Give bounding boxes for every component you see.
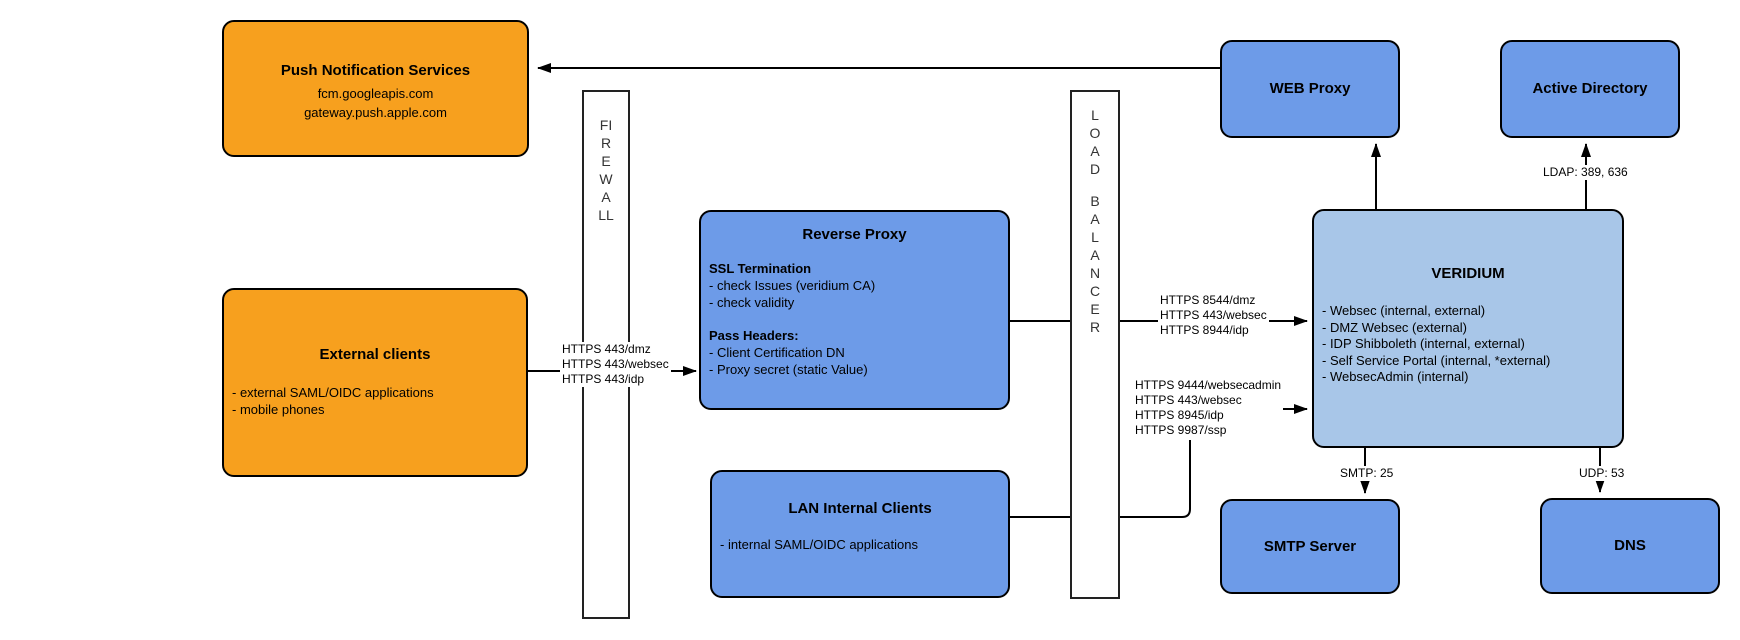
node-smtp-server: SMTP Server [1220,499,1400,594]
node-title: LAN Internal Clients [788,500,932,517]
node-dns: DNS [1540,498,1720,594]
edge-label-reverse-proxy-to-veridium: HTTPS 8544/dmz HTTPS 443/websec HTTPS 89… [1158,293,1269,338]
node-line: - internal SAML/OIDC applications [720,537,918,552]
edge-label-line: HTTPS 443/websec [562,357,669,371]
load-balancer-label-load: LOAD [1089,107,1101,177]
node-title: External clients [319,346,431,363]
node-line: - Self Service Portal (internal, *extern… [1322,352,1551,368]
edge-label-line: HTTPS 443/dmz [562,342,651,356]
edge-label-line: HTTPS 9987/ssp [1135,423,1227,437]
node-external-clients: External clients - external SAML/OIDC ap… [222,288,528,477]
node-web-proxy: WEB Proxy [1220,40,1400,138]
node-line: - external SAML/OIDC applications [232,385,434,400]
node-line: fcm.googleapis.com [317,86,434,101]
node-title: VERIDIUM [1431,265,1505,282]
edge-label-line: HTTPS 443/idp [562,372,645,386]
edge-lan-to-labels [1010,440,1191,518]
node-line: - Client Certification DN [709,345,845,360]
node-line: - Proxy secret (static Value) [709,362,868,377]
node-load-balancer: LOAD BALANCER [1070,90,1120,599]
edge-label-line: HTTPS 8945/idp [1135,408,1224,422]
edge-label-external-to-reverse-proxy: HTTPS 443/dmz HTTPS 443/websec HTTPS 443… [560,342,671,387]
node-active-directory: Active Directory [1500,40,1680,138]
node-line: - check validity [709,295,795,310]
section-heading: SSL Termination [709,261,812,276]
node-title: SMTP Server [1263,537,1357,555]
node-title: DNS [1614,537,1646,554]
load-balancer-label-balancer: BALANCER [1089,193,1101,335]
edge-label-ldap: LDAP: 389, 636 [1541,165,1630,180]
edge-label-line: HTTPS 443/websec [1135,393,1242,407]
edge-label-lan-to-veridium: HTTPS 9444/websecadmin HTTPS 443/websec … [1133,378,1284,438]
node-title: WEB Proxy [1269,80,1351,97]
node-line: gateway.push.apple.com [304,105,447,120]
node-reverse-proxy: Reverse Proxy SSL Termination - check Is… [699,210,1010,410]
node-line: - Websec (internal, external) [1322,303,1486,318]
firewall-label: FIREWALL [598,117,614,223]
node-title: Push Notification Services [280,62,471,79]
section-heading: Pass Headers: [709,328,799,343]
node-line: - DMZ Websec (external) [1322,319,1467,335]
edge-label-line: HTTPS 9444/websecadmin [1135,378,1282,392]
node-push-notification-services: Push Notification Services fcm.googleapi… [222,20,529,157]
node-line: - IDP Shibboleth (internal, external) [1322,336,1525,351]
node-title: Active Directory [1532,80,1648,97]
node-line: - WebsecAdmin (internal) [1322,369,1469,384]
node-title: Reverse Proxy [802,226,907,243]
node-veridium: VERIDIUM - Websec (internal, external) -… [1312,209,1624,448]
node-line: - mobile phones [232,402,325,417]
edge-label-udp: UDP: 53 [1577,466,1627,481]
edge-label-smtp: SMTP: 25 [1338,466,1396,481]
node-lan-internal-clients: LAN Internal Clients - internal SAML/OID… [710,470,1010,598]
edge-label-line: HTTPS 443/websec [1160,308,1267,322]
node-line: - check Issues (veridium CA) [709,278,876,293]
edge-label-line: HTTPS 8544/dmz [1160,293,1256,307]
edge-label-line: HTTPS 8944/idp [1160,323,1249,337]
